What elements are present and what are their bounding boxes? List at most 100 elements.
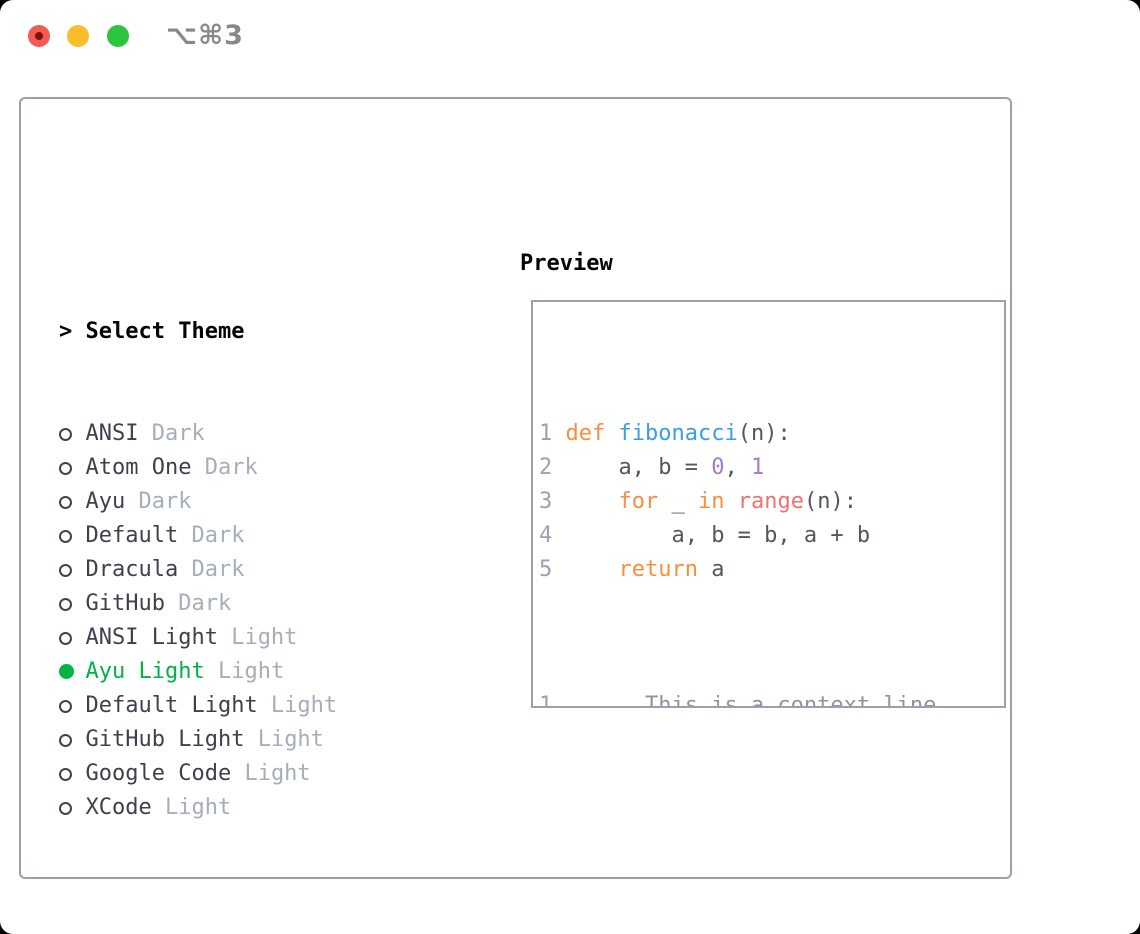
theme-variant-badge: Dark <box>191 455 258 480</box>
radio-icon <box>59 451 86 485</box>
theme-item-label: GitHub <box>85 591 165 616</box>
theme-variant-badge: Dark <box>138 421 205 446</box>
token-keyword: def <box>565 421 606 446</box>
radio-icon <box>59 723 86 757</box>
token-plain: a <box>697 557 725 582</box>
theme-item-ayu-light[interactable]: Ayu Light Light <box>59 655 430 689</box>
theme-item-ansi-light[interactable]: ANSI Light Light <box>59 621 430 655</box>
theme-item-dracula[interactable]: Dracula Dark <box>59 553 430 587</box>
diff-block: 1 This is a context line.2 - This line w… <box>539 689 950 708</box>
token-builtin: range <box>737 489 804 514</box>
zoom-button[interactable] <box>107 25 129 47</box>
radio-dot-empty <box>59 462 72 475</box>
token-plain: a, b = <box>565 455 712 480</box>
radio-icon <box>59 587 86 621</box>
radio-icon <box>59 621 86 655</box>
theme-variant-badge: Light <box>204 659 285 684</box>
radio-dot-empty <box>59 496 72 509</box>
token-plain: , <box>724 455 751 480</box>
theme-variant-badge: Dark <box>164 591 232 616</box>
theme-item-label: GitHub Light <box>85 727 245 752</box>
radio-dot-empty <box>59 768 72 781</box>
theme-variant-badge: Light <box>217 625 298 650</box>
theme-item-label: ANSI <box>85 421 139 446</box>
token-plain <box>605 421 618 446</box>
theme-item-label: Google Code <box>85 761 232 786</box>
token-plain: a, b = b, a + b <box>565 523 871 548</box>
theme-item-google-code[interactable]: Google Code Light <box>59 757 430 791</box>
token-plain: _ <box>658 489 698 514</box>
minimize-button[interactable] <box>67 25 89 47</box>
theme-item-label: Default Light <box>85 693 258 718</box>
theme-item-default-light[interactable]: Default Light Light <box>59 689 430 723</box>
theme-item-label: Ayu <box>85 489 126 514</box>
line-number: 2 <box>539 455 553 480</box>
preview-label: Preview <box>520 251 613 276</box>
theme-variant-badge: Light <box>244 727 324 752</box>
theme-item-ayu[interactable]: Ayu Dark <box>59 485 430 519</box>
radio-icon <box>59 757 86 791</box>
theme-item-github[interactable]: GitHub Dark <box>59 587 430 621</box>
radio-icon <box>59 485 86 519</box>
theme-item-label: ANSI Light <box>85 625 218 650</box>
radio-selected-icon <box>59 655 86 689</box>
theme-variant-badge: Dark <box>178 523 245 548</box>
theme-item-label: XCode <box>85 795 152 820</box>
theme-variant-badge: Dark <box>178 557 245 582</box>
token-context: This is a context line. <box>565 693 950 708</box>
theme-item-atom-one[interactable]: Atom One Dark <box>59 451 430 485</box>
theme-item-ansi[interactable]: ANSI Dark <box>59 417 430 451</box>
select-theme-header-label: Select Theme <box>85 319 245 344</box>
radio-icon <box>59 417 86 451</box>
token-plain: (n): <box>737 421 791 446</box>
radio-icon <box>59 689 86 723</box>
theme-item-github-light[interactable]: GitHub Light Light <box>59 723 430 757</box>
theme-item-label: Dracula <box>85 557 179 582</box>
theme-variant-badge: Light <box>257 693 338 718</box>
token-plain <box>724 489 737 514</box>
radio-dot-empty <box>59 734 72 747</box>
radio-dot-empty <box>59 428 72 441</box>
theme-variant-badge: Light <box>231 761 311 786</box>
token-number: 1 <box>750 455 765 480</box>
spacer <box>59 893 430 927</box>
theme-variant-badge: Dark <box>125 489 192 514</box>
select-theme-header: > Select Theme <box>59 315 430 349</box>
titlebar: ⌥⌘3 <box>0 0 1140 97</box>
token-plain: (n): <box>803 489 857 514</box>
radio-icon <box>59 553 86 587</box>
diff-line: 1 This is a context line. <box>539 689 950 708</box>
token-number: 0 <box>711 455 725 480</box>
theme-item-xcode[interactable]: XCode Light <box>59 791 430 825</box>
theme-item-label: Default <box>85 523 179 548</box>
theme-variant-badge: Light <box>151 795 232 820</box>
line-number: 5 <box>539 557 553 582</box>
token-keyword: in <box>697 489 725 514</box>
cursor-icon: > <box>59 319 73 344</box>
code-line: 5 return a <box>539 553 950 587</box>
code-line: 3 for _ in range(n): <box>539 485 950 519</box>
radio-dot-empty <box>59 700 72 713</box>
token-keyword: for <box>618 489 659 514</box>
token-plain <box>566 489 619 514</box>
close-button[interactable] <box>28 25 50 47</box>
theme-item-default[interactable]: Default Dark <box>59 519 430 553</box>
radio-dot-empty <box>59 564 72 577</box>
token-keyword: return <box>618 557 698 582</box>
radio-dot-empty <box>59 802 72 815</box>
line-number: 1 <box>539 421 553 446</box>
radio-dot-empty <box>59 632 72 645</box>
line-number: 1 <box>539 693 553 708</box>
radio-dot-empty <box>59 530 72 543</box>
radio-icon <box>59 791 86 825</box>
line-number: 3 <box>539 489 553 514</box>
line-number: 4 <box>539 523 553 548</box>
radio-dot-empty <box>59 598 72 611</box>
